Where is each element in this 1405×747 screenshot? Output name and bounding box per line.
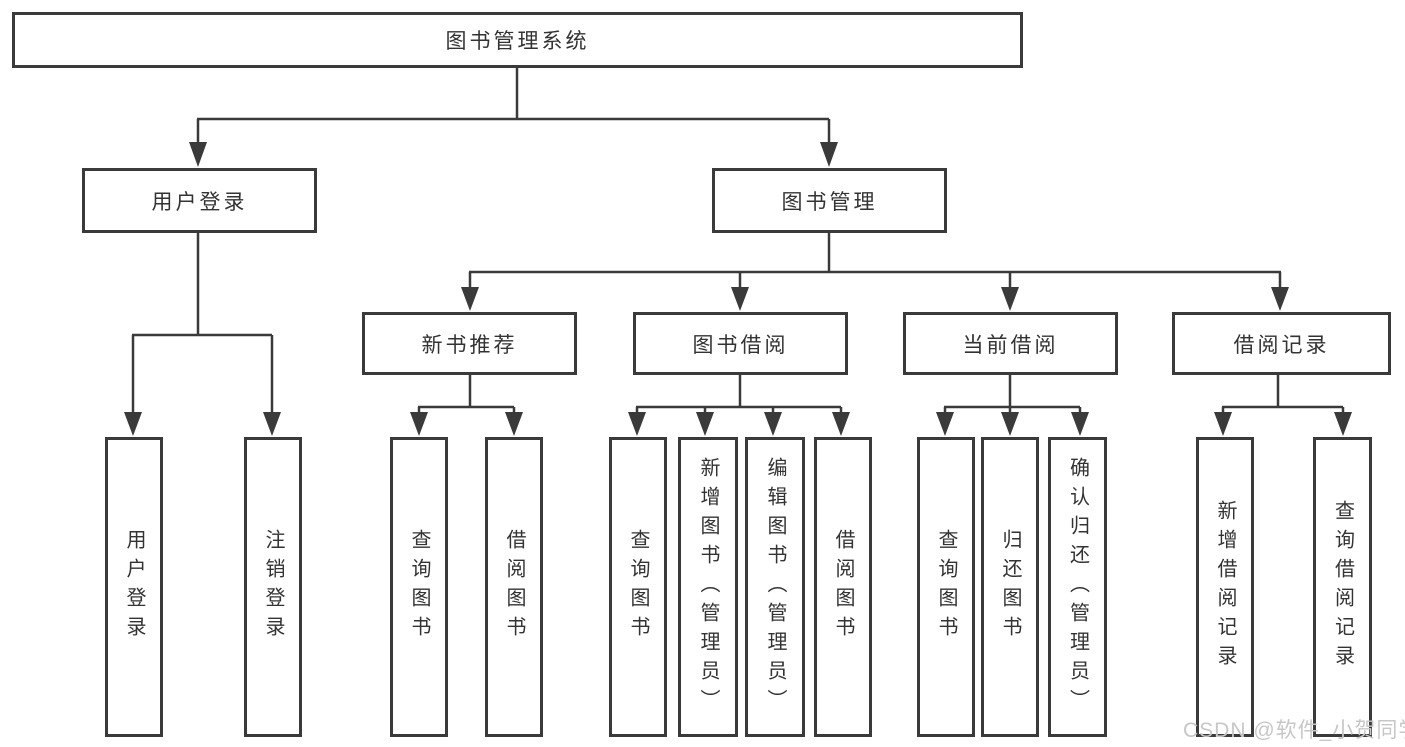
node-book-borrow: 图书借阅 (633, 312, 848, 375)
leaf-current-confirm-label: 确认归还（管理员） (1066, 456, 1089, 718)
leaf-logout-label: 注销登录 (262, 529, 284, 645)
leaf-borrow-add-label: 新增图书（管理员） (697, 456, 719, 718)
node-root: 图书管理系统 (12, 12, 1023, 68)
node-new-book: 新书推荐 (362, 312, 577, 375)
leaf-borrow-edit-label: 编辑图书（管理员） (764, 456, 786, 718)
leaf-current-query: 查询图书 (917, 437, 975, 737)
leaf-logout: 注销登录 (244, 437, 302, 737)
leaf-user-login-label: 用户登录 (123, 529, 145, 645)
leaf-current-confirm: 确认归还（管理员） (1048, 437, 1107, 737)
leaf-current-return-label: 归还图书 (999, 529, 1021, 645)
leaf-newbook-query-label: 查询图书 (408, 529, 430, 645)
leaf-borrow-edit: 编辑图书（管理员） (745, 437, 805, 737)
leaf-borrow-query: 查询图书 (609, 437, 667, 737)
node-new-book-label: 新书推荐 (421, 333, 518, 357)
leaf-records-add: 新增借阅记录 (1196, 437, 1254, 737)
node-current-borrow-label: 当前借阅 (962, 333, 1059, 357)
leaf-borrow-add: 新增图书（管理员） (678, 437, 738, 737)
leaf-newbook-borrow: 借阅图书 (485, 437, 543, 737)
watermark: CSDN @软件_小贺同学 (1183, 719, 1405, 742)
node-book-manage-label: 图书管理 (781, 190, 878, 214)
leaf-current-return: 归还图书 (981, 437, 1039, 737)
node-borrow-records-label: 借阅记录 (1233, 333, 1330, 357)
node-book-borrow-label: 图书借阅 (692, 333, 789, 357)
leaf-borrow-borrow: 借阅图书 (814, 437, 872, 737)
node-user-login: 用户登录 (82, 168, 317, 233)
leaf-borrow-borrow-label: 借阅图书 (832, 529, 854, 645)
node-borrow-records: 借阅记录 (1172, 312, 1391, 375)
node-user-login-label: 用户登录 (151, 190, 248, 214)
leaf-current-query-label: 查询图书 (935, 529, 957, 645)
leaf-records-add-label: 新增借阅记录 (1214, 500, 1236, 674)
leaf-records-query: 查询借阅记录 (1313, 437, 1372, 737)
leaf-newbook-borrow-label: 借阅图书 (503, 529, 525, 645)
node-current-borrow: 当前借阅 (903, 312, 1118, 375)
node-book-manage: 图书管理 (712, 168, 947, 233)
leaf-user-login: 用户登录 (105, 437, 163, 737)
leaf-newbook-query: 查询图书 (390, 437, 448, 737)
leaf-borrow-query-label: 查询图书 (627, 529, 649, 645)
leaf-records-query-label: 查询借阅记录 (1331, 500, 1354, 674)
node-root-label: 图书管理系统 (445, 30, 590, 53)
